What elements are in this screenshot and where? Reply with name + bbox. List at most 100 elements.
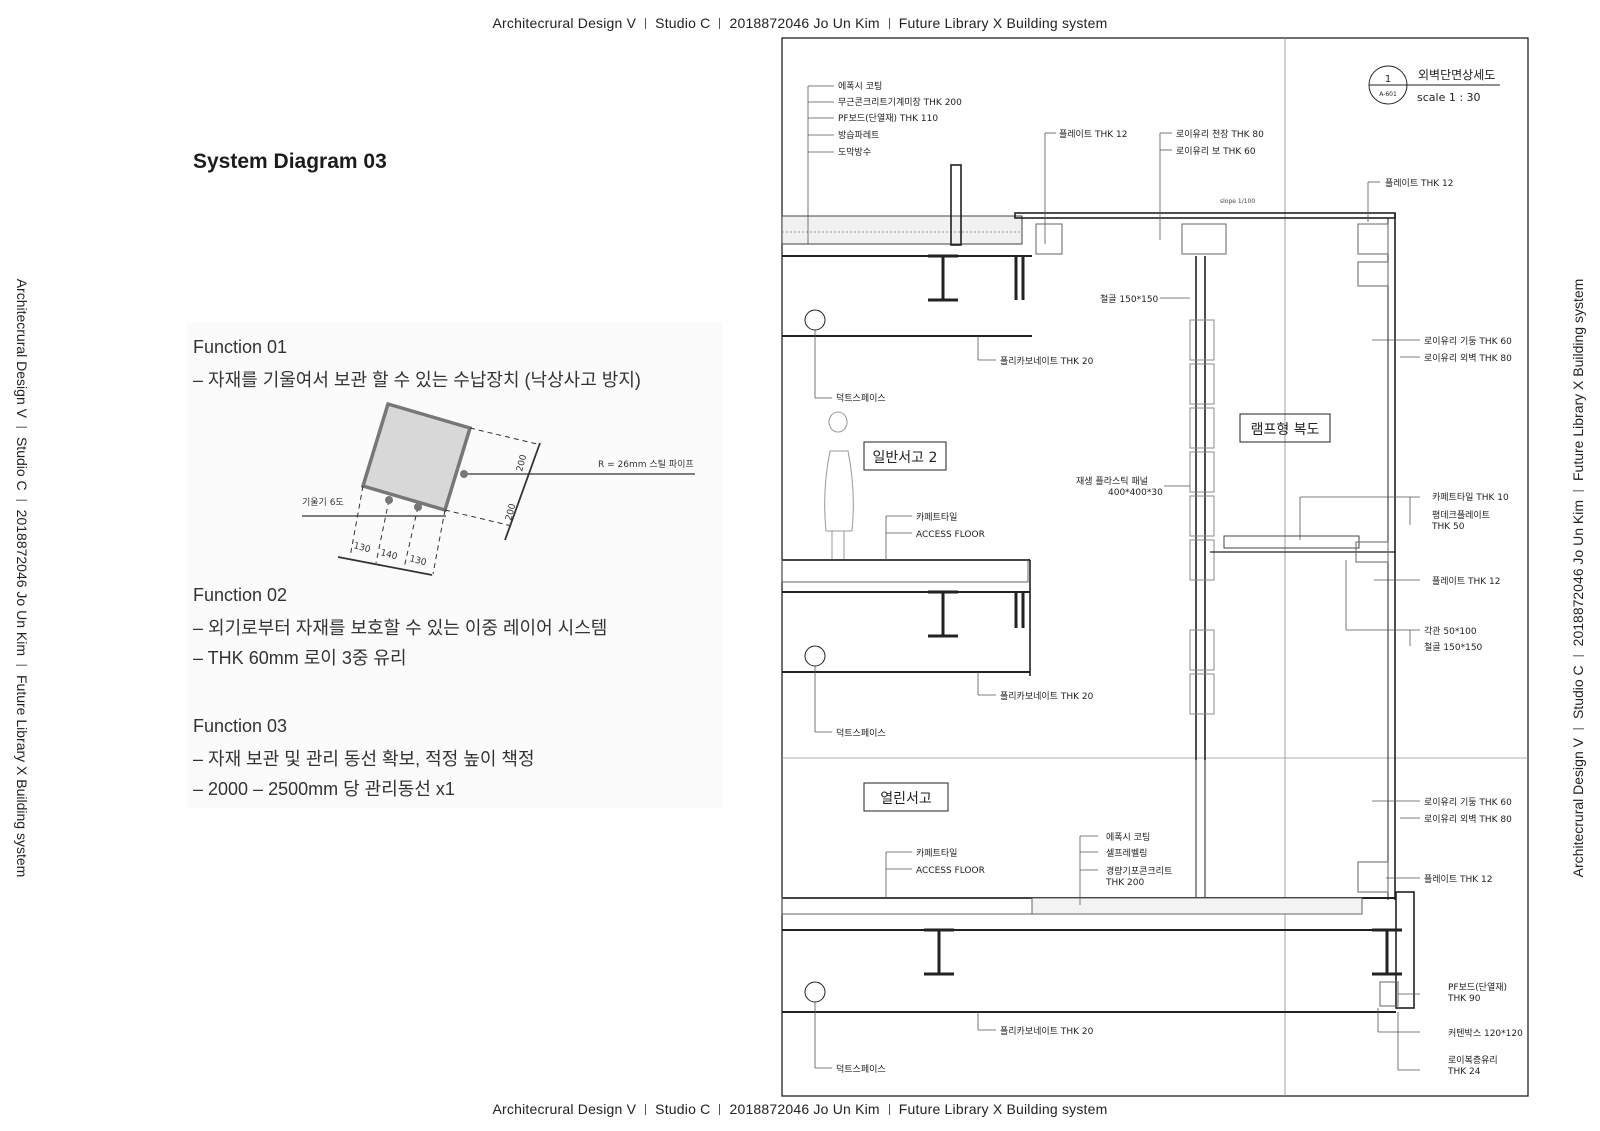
plate-box [1357,861,1389,893]
divider [645,1104,647,1115]
i-beam [928,590,958,638]
duct-circle [804,309,826,331]
plate-label: 플레이트 THK 12 [1424,874,1492,885]
recycled-panel [1189,363,1215,405]
i-beam [924,928,954,976]
low-e-glass-label: THK 24 [1447,1067,1481,1077]
glass-wall-label: 로이유리 외벽 THK 80 [1424,813,1512,825]
student-id: 2018872046 Jo Un Kim [729,15,880,31]
recycled-panel [1189,319,1215,361]
carpet-label: 카페트타일 [916,512,957,523]
plate-label: 플레이트 THK 12 [1432,576,1500,587]
plate-label: 플레이트 THK 12 [1385,178,1453,189]
room-label: 일반서고 2 [873,450,938,466]
i-beam [1372,928,1402,976]
roof-label: 에폭시 코팅 [838,81,882,92]
pf-board-label: THK 90 [1447,994,1481,1004]
roof-label: 도막방수 [838,147,871,158]
function-03-heading: Function 03 [193,716,288,736]
project-name: Future Library X Building system [898,1101,1108,1117]
plate-box [1035,223,1063,255]
recycled-panel [1189,673,1215,715]
polycarbonate-label: 폴리카보네이트 THK 20 [1000,356,1094,367]
studio-name: Studio C [655,15,711,31]
page-header-top: Architecrural Design V Studio C 2018872046… [0,15,1600,31]
duct-circle [804,981,826,1003]
divider [888,18,890,29]
function-02-line-1: – 외기로부터 자재를 보호할 수 있는 이중 레이어 시스템 [193,618,608,638]
outer-edge [1395,891,1415,1009]
course-name: Architecrural Design V [492,1101,637,1117]
roof-label: 방습파레트 [838,130,879,141]
i-beam [1014,592,1025,628]
steel-label: 철골 150*150 [1424,642,1483,653]
corridor-floor-label: 평데크플레이트 [1432,510,1490,521]
roof-glass-label: 로이유리 보 THK 60 [1176,146,1256,157]
drawing-tag-number: 1 [1385,74,1391,85]
low-e-glass-label: 로이복층유리 [1448,1055,1498,1066]
page-title: System Diagram 03 [193,150,387,173]
access-floor-label: ACCESS FLOOR [916,530,985,540]
corridor-deck [1223,535,1360,549]
roof-label: PF보드(단열재) THK 110 [838,113,938,124]
glass-column-label: 로이유리 기둥 THK 60 [1424,336,1512,347]
lower-floor-label: 셀프레벨링 [1106,847,1147,859]
roof-finish [781,215,1023,245]
roof-edge [1014,212,1396,219]
glass-column-label: 로이유리 기둥 THK 60 [1424,797,1512,808]
corridor-floor-label: THK 50 [1431,522,1465,532]
slope-note: slope 1/100 [1220,198,1255,205]
recycled-panel-label: 재생 플라스틱 패널 [1076,475,1148,487]
divider [719,18,721,29]
room-box [863,782,949,812]
studio-name: Studio C [655,1101,711,1117]
duct-circle [804,645,826,667]
room-label: 램프형 복도 [1251,422,1320,438]
room-box [863,441,947,471]
access-floor [781,897,1033,915]
recycled-panel [1189,539,1215,581]
polycarbonate-label: 폴리카보네이트 THK 20 [1000,691,1094,702]
glass-wall-label: 로이유리 외벽 THK 80 [1424,352,1512,364]
i-beam [1014,256,1025,300]
plate-box [1181,223,1227,255]
drawing-frame [781,37,1529,1097]
polycarbonate-label: 폴리카보네이트 THK 20 [1000,1026,1094,1037]
recycled-panel [1189,451,1215,493]
divider [719,1104,721,1115]
function-03-line-2: – 2000 – 2500mm 당 관리동선 x1 [193,779,455,799]
function-01-heading: Function 01 [193,337,288,357]
function-01-line: – 자재를 기울여서 보관 할 수 있는 수납장치 (낙상사고 방지) [193,370,641,390]
course-name: Architecrural Design V [492,15,637,31]
pf-board-label: PF보드(단열재) [1448,982,1507,993]
drawing-title: 외벽단면상세도 [1418,68,1495,82]
plate-box [1357,223,1389,255]
lightweight-concrete [1031,897,1363,915]
recycled-panel [1189,407,1215,449]
function-02-heading: Function 02 [193,585,288,605]
lower-floor-label: 경량기포콘크리트 [1106,865,1172,877]
human-figure [824,411,854,559]
duct-label: 덕트스페이스 [836,1064,886,1075]
lower-floor-label: 에폭시 코팅 [1106,832,1150,843]
drawing-tag-sheet: A-601 [1379,91,1397,98]
divider [888,1104,890,1115]
divider [645,18,647,29]
curtain-box-label: 커텐박스 120*120 [1448,1028,1523,1039]
i-beam [928,254,958,302]
corridor-floor-label: 카페트타일 THK 10 [1432,492,1509,503]
roof-label: 무근콘크리트기계미장 THK 200 [838,96,962,108]
access-floor-label: ACCESS FLOOR [916,866,985,876]
roof-glass-label: 로이유리 천장 THK 80 [1176,129,1264,140]
recycled-panel-size: 400*400*30 [1108,488,1163,498]
room-box [1239,413,1331,443]
student-id: 2018872046 Jo Un Kim [729,1101,880,1117]
recycled-panel [1189,495,1215,537]
parapet [950,164,962,246]
room-label: 열린서고 [880,791,932,807]
function-03-line-1: – 자재 보관 및 관리 동선 확보, 적정 높이 책정 [193,749,535,769]
access-floor [781,559,1029,583]
plate-box [1355,541,1389,563]
duct-label: 덕트스페이스 [836,393,886,404]
drawing-scale: scale 1 : 30 [1417,91,1481,104]
